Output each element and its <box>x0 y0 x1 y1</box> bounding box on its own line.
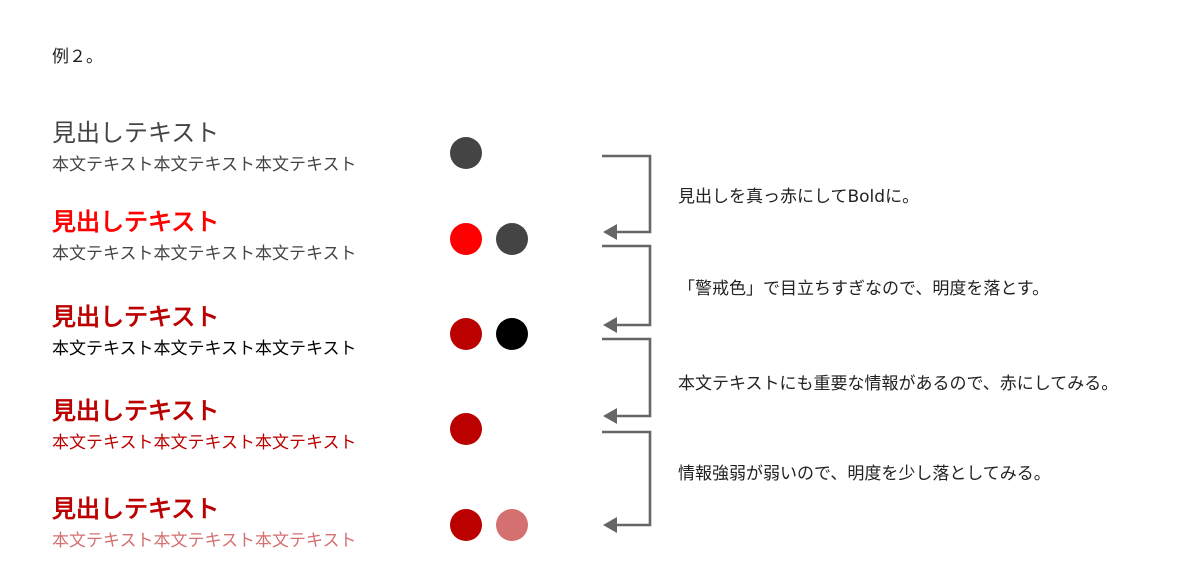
color-swatch <box>496 509 528 541</box>
transition-arrow-1 <box>602 154 652 240</box>
color-swatch <box>450 318 482 350</box>
color-swatch <box>450 509 482 541</box>
step-note: 「警戒色」で目立ちすぎなので、明度を落とす。 <box>678 279 1050 299</box>
example-heading: 見出しテキスト <box>52 303 220 331</box>
color-swatch <box>450 413 482 445</box>
example-body-text: 本文テキスト本文テキスト本文テキスト <box>52 433 357 453</box>
transition-arrow-4 <box>602 430 652 533</box>
example-heading: 見出しテキスト <box>52 397 220 425</box>
example-2: 見出しテキスト 本文テキスト本文テキスト本文テキスト <box>52 207 356 265</box>
example-4: 見出しテキスト 本文テキスト本文テキスト本文テキスト <box>52 396 356 454</box>
color-swatch <box>496 318 528 350</box>
step-note: 情報強弱が弱いので、明度を少し落としてみる。 <box>678 464 1051 484</box>
example-5: 見出しテキスト 本文テキスト本文テキスト本文テキスト <box>52 494 356 552</box>
page-title: 例２。 <box>52 47 103 67</box>
example-body-text: 本文テキスト本文テキスト本文テキスト <box>52 155 357 175</box>
example-body-text: 本文テキスト本文テキスト本文テキスト <box>52 339 357 359</box>
color-swatch <box>496 223 528 255</box>
example-heading: 見出しテキスト <box>52 495 220 523</box>
color-swatch <box>450 137 482 169</box>
step-note: 見出しを真っ赤にしてBoldに。 <box>678 187 920 207</box>
example-1: 見出しテキスト 本文テキスト本文テキスト本文テキスト <box>52 118 356 176</box>
example-body-text: 本文テキスト本文テキスト本文テキスト <box>52 244 357 264</box>
transition-arrow-2 <box>602 244 652 333</box>
step-note: 本文テキストにも重要な情報があるので、赤にしてみる。 <box>678 374 1119 394</box>
color-swatch <box>450 223 482 255</box>
example-3: 見出しテキスト 本文テキスト本文テキスト本文テキスト <box>52 302 356 360</box>
example-heading: 見出しテキスト <box>52 208 220 236</box>
example-body-text: 本文テキスト本文テキスト本文テキスト <box>52 531 357 551</box>
transition-arrow-3 <box>602 337 652 424</box>
example-heading: 見出しテキスト <box>52 119 220 147</box>
